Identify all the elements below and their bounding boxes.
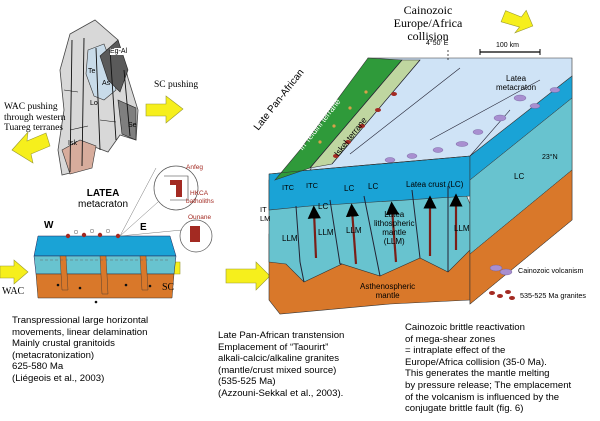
caption-right-line5: This generates the mantle melting <box>405 368 550 380</box>
collision-title-line2: collision <box>407 29 449 43</box>
caption-right: Cainozoic brittle reactivation of mega-s… <box>405 322 571 415</box>
caption-left-line4: (metacratonization) <box>12 349 95 361</box>
caption-right-line4: Europe/Africa collision (35-0 Ma). <box>405 356 547 368</box>
llm-center-line3: mantle <box>382 228 407 237</box>
llm-center-line2: lithospheric <box>374 219 415 228</box>
latea-crust-abbr: (LC) <box>447 180 464 189</box>
collision-title: Cainozoic Europe/Africa collision <box>368 4 488 43</box>
scale-label: 100 km <box>496 42 519 49</box>
caption-right-line6: by pressure release; The emplacement <box>405 379 572 391</box>
caption-right-line1: Cainozoic brittle reactivation <box>405 322 525 333</box>
section-w-label: W <box>44 220 54 231</box>
latea-metacraton-label: LATEA metacraton <box>78 188 128 210</box>
map-label-as: As <box>102 80 111 87</box>
astheno-line2: mantle <box>375 291 400 300</box>
caption-middle-line4: (mantle/crust mixed source) <box>218 364 337 376</box>
arrow-wac-section <box>0 259 29 285</box>
llm-label-3: LLM <box>346 226 362 235</box>
lc-label-2: LC <box>368 182 379 191</box>
asthenospheric-label: Asthenospheric mantle <box>360 282 415 300</box>
map-label-te: Te <box>88 68 96 75</box>
llm-label-1: LLM <box>282 234 298 243</box>
llm-label-2: LLM <box>318 228 334 237</box>
inset-circles <box>119 165 213 253</box>
latea-crust-label: Latea crust (LC) <box>406 180 463 189</box>
caption-left: Transpressional large horizontal movemen… <box>12 315 148 385</box>
map-label-isk: Isk <box>68 140 77 147</box>
astheno-line1: Asthenospheric <box>360 282 416 291</box>
sc-pushing-label: SC pushing <box>154 80 199 90</box>
wac-pushing-label: WAC pushing through western Tuareg terra… <box>4 102 65 134</box>
arrow-block-left <box>225 261 271 291</box>
section-wac-label: WAC <box>2 286 25 297</box>
caption-middle-line5: (535-525 Ma) <box>218 376 276 388</box>
inset-label-batholiths: batholiths <box>186 198 214 205</box>
latea-crust-text: Latea crust <box>406 180 446 189</box>
map-label-se: Se <box>128 122 137 129</box>
lc-label-1: LC <box>344 184 355 193</box>
wac-line1: WAC pushing <box>4 102 58 112</box>
latea-section <box>28 228 178 304</box>
caption-right-line8: conjugate brittle fault (fig. 6) <box>405 403 524 415</box>
llm-center-label: Latea lithospheric mantle (LLM) <box>374 210 414 246</box>
inset-label-hkca: HKCA <box>190 190 209 197</box>
map-label-lo: Lo <box>90 100 98 107</box>
caption-left-line6: (Liégeois et al., 2003) <box>12 372 105 384</box>
caption-left-line3: Mainly crustal granitoids <box>12 338 115 350</box>
caption-left-line1: Transpressional large horizontal <box>12 315 149 326</box>
inset-label-anfeg: Anfeg <box>186 164 203 171</box>
lc-label-3: LC <box>318 202 329 211</box>
caption-middle-line1: Late Pan-African transtension <box>218 330 345 341</box>
granite-legend-symbol <box>489 290 515 300</box>
caption-middle: Late Pan-African transtension Emplacemen… <box>218 330 344 400</box>
llm-center-line1: Latea <box>384 210 405 219</box>
block-latea-line2: metacraton <box>496 83 537 92</box>
itc-label-1: ITC <box>282 183 295 192</box>
it-label: IT <box>260 205 267 214</box>
caption-middle-line2: Emplacement of “Taourirt” <box>218 341 329 353</box>
section-e-label: E <box>140 222 147 233</box>
llm-center-line4: (LLM) <box>383 237 405 246</box>
caption-right-line3: = intraplate effect of the <box>405 345 506 357</box>
caption-left-line5: 625-580 Ma <box>12 361 64 373</box>
latea-line1: LATEA <box>86 188 120 199</box>
section-sc-label: SC <box>162 282 175 293</box>
block-latea-line1: Latea <box>506 74 527 83</box>
map-label-eg-al: Eg-Al <box>110 48 128 55</box>
wac-line2: through western <box>4 112 66 123</box>
arrow-wac-map <box>11 131 51 164</box>
arrow-sc-map <box>145 95 184 124</box>
latea-line2: metacraton <box>78 199 129 210</box>
arrow-top-collision <box>500 9 534 34</box>
caption-middle-line6: (Azzouni-Sekkal et al., 2003). <box>218 387 344 399</box>
legend-granites-label: 535-525 Ma granites <box>520 291 586 300</box>
collision-title-line1: Cainozoic Europe/Africa <box>393 3 463 30</box>
itc-label-2: ITC <box>306 181 319 190</box>
latea-metacraton-block-label: Latea metacraton <box>496 74 536 92</box>
caption-right-line2: of mega-shear zones <box>405 333 496 345</box>
caption-middle-line3: alkali-calcic/alkaline granites <box>218 353 340 365</box>
hoggar-map <box>57 19 139 176</box>
caption-right-line7: of the volcanism is influenced by the <box>405 391 560 403</box>
legend-symbols <box>489 264 515 300</box>
coord-lat-label: 23°N <box>542 154 558 161</box>
wac-line3: Tuareg terranes <box>4 123 64 133</box>
legend-volcanism-label: Cainozoic volcanism <box>518 266 584 275</box>
inset-label-ounane: Ounane <box>188 214 212 221</box>
lm-label: LM <box>260 214 271 223</box>
lc-right-label: LC <box>514 172 525 181</box>
llm-right-label: LLM <box>454 224 470 233</box>
volcanism-legend-symbol <box>489 264 513 276</box>
caption-left-line2: movements, linear delamination <box>12 326 148 338</box>
coord-lon-label: 4°50' E <box>426 40 449 47</box>
